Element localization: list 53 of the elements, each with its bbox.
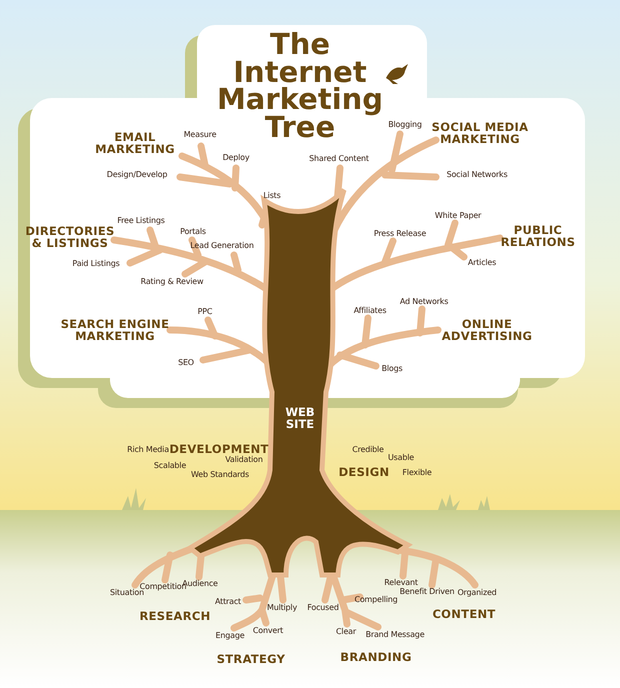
branch-label: Usable — [388, 454, 414, 462]
category-heading: PUBLIC RELATIONS — [500, 224, 576, 248]
branch-label: Convert — [252, 626, 284, 636]
branch-label: Paid Listings — [72, 260, 120, 268]
branch-label: Attract — [215, 598, 241, 606]
category-heading: ONLINE ADVERTISING — [440, 318, 534, 342]
branch-label: SEO — [178, 358, 194, 368]
branch-label: Credible — [352, 446, 384, 454]
branch-label: Scalable — [154, 462, 186, 470]
branch-label: Web Standards — [191, 470, 249, 480]
category-heading: SEARCH ENGINE MARKETING — [60, 318, 170, 342]
branch-label: Organized — [457, 588, 497, 598]
branch-label: Shared Content — [309, 154, 369, 164]
branch-label: Rich Media — [127, 446, 169, 454]
branch-label: Deploy — [222, 154, 250, 162]
category-heading: DIRECTORIES & LISTINGS — [24, 224, 116, 250]
category-heading: DESIGN — [338, 466, 390, 478]
branch-label: Blogging — [388, 120, 422, 130]
branch-label: Flexible — [402, 468, 432, 478]
category-heading: EMAIL MARKETING — [95, 130, 175, 156]
branch-label: Benefit Driven — [400, 588, 454, 596]
branch-label: Lists — [263, 192, 281, 200]
branch-label: Rating & Review — [140, 278, 204, 286]
branch-label: Press Release — [374, 230, 426, 238]
branch-label: White Paper — [434, 212, 482, 220]
branch-label: Free Listings — [117, 216, 165, 226]
branch-label: Blogs — [382, 364, 402, 374]
branch-label: Ad Networks — [400, 298, 448, 306]
branch-label: Engage — [216, 632, 244, 640]
branch-label: Compelling — [354, 596, 398, 604]
branch-label: Validation — [225, 456, 263, 464]
trunk-label: WEB SITE — [284, 406, 316, 430]
branch-label: Design/Develop — [106, 170, 168, 180]
branch-label: Situation — [110, 588, 144, 598]
title: The Internet Marketing Tree — [216, 30, 384, 142]
category-heading: RESEARCH — [139, 610, 211, 622]
branch-label: Measure — [184, 130, 216, 140]
branch-label: Articles — [468, 258, 496, 268]
branch-label: Focused — [307, 604, 339, 612]
branch-label: Social Networks — [446, 170, 508, 180]
category-heading: DEVELOPMENT — [169, 442, 269, 456]
category-heading: CONTENT — [432, 608, 496, 620]
category-heading: SOCIAL MEDIA MARKETING — [430, 120, 530, 146]
branch-label: Brand Message — [366, 630, 424, 640]
branch-label: Relevant — [384, 578, 418, 588]
branch-label: Clear — [336, 628, 356, 636]
branch-label: PPC — [198, 308, 212, 316]
category-heading: BRANDING — [340, 650, 412, 664]
branch-label: Multiply — [267, 604, 297, 612]
category-heading: STRATEGY — [216, 652, 286, 666]
branch-label: Affiliates — [354, 306, 386, 316]
branch-label: Portals — [180, 228, 206, 236]
branch-label: Lead Generation — [190, 242, 254, 250]
